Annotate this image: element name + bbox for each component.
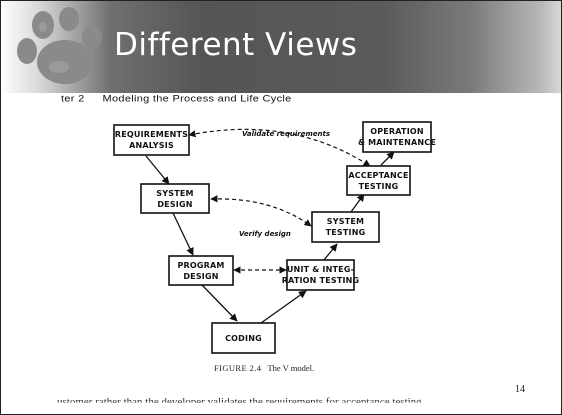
box-label-line: SYSTEM — [156, 189, 193, 198]
box-acceptance-testing: ACCEPTANCE TESTING — [346, 165, 411, 196]
truncated-body-text: ustomer rather than the developer valida… — [57, 396, 422, 408]
box-operation-maintenance: OPERATION & MAINTENANCE — [358, 121, 436, 153]
title-bar: Different Views — [1, 1, 561, 93]
arrow-unit-to-systest — [323, 243, 338, 261]
box-coding: CODING — [211, 322, 276, 354]
box-label-line: SYSTEM — [327, 217, 364, 226]
box-label-line: ACCEPTANCE — [348, 171, 408, 180]
paw-logo-icon — [17, 7, 102, 84]
box-label-line: RATION TESTING — [282, 276, 360, 285]
box-label-line: OPERATION — [370, 127, 424, 136]
arrow-systest-to-acceptance — [350, 193, 365, 213]
box-label-line: DESIGN — [157, 200, 192, 209]
box-label-line: UNIT & INTEG- — [287, 265, 354, 274]
page-number: 14 — [515, 384, 525, 395]
figure-caption-label: FIGURE 2.4 — [214, 363, 262, 373]
arrow-req-to-sysdesign — [145, 155, 170, 185]
box-unit-integration-testing: UNIT & INTEG- RATION TESTING — [282, 259, 360, 291]
box-system-design: SYSTEM DESIGN — [140, 183, 210, 214]
box-label-line: REQUIREMENTS — [115, 130, 188, 139]
edge-label-validate-requirements: Validate requirements — [242, 130, 330, 138]
box-program-design: PROGRAM DESIGN — [168, 255, 234, 286]
figure-caption: FIGURE 2.4 The V model. — [214, 363, 314, 373]
chapter-label: ter 2 — [61, 94, 85, 105]
box-label-line: PROGRAM — [177, 261, 224, 270]
arrow-acceptance-to-operation — [380, 151, 395, 166]
arrow-progdesign-to-coding — [201, 284, 238, 322]
chapter-heading: Modeling the Process and Life Cycle — [102, 94, 292, 105]
arrow-coding-to-unit — [260, 290, 307, 324]
box-label-line: CODING — [225, 334, 262, 343]
box-label-line: TESTING — [326, 228, 366, 237]
box-label-line: ANALYSIS — [129, 141, 174, 150]
slide-title: Different Views — [114, 27, 358, 63]
box-requirements-analysis: REQUIREMENTS ANALYSIS — [113, 124, 190, 156]
box-label-line: & MAINTENANCE — [358, 138, 436, 147]
box-system-testing: SYSTEM TESTING — [311, 211, 380, 243]
box-label-line: DESIGN — [183, 272, 218, 281]
arrow-sysdesign-to-progdesign — [172, 212, 194, 256]
edge-label-verify-design: Verify design — [239, 230, 291, 238]
scanned-page-header: ter 2 Modeling the Process and Life Cycle — [61, 94, 292, 104]
box-label-line: TESTING — [359, 182, 399, 191]
dashed-arrow-verify-design — [210, 195, 312, 227]
dashed-arrow-validate-requirements — [188, 128, 371, 167]
figure-caption-text: The V model. — [267, 363, 315, 373]
